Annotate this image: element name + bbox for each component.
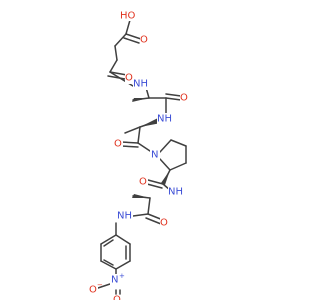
atom-hydroxyl: HO bbox=[120, 11, 136, 22]
bond-pro-ring-4 bbox=[169, 162, 187, 171]
bond-pro-ring-2 bbox=[170, 139, 187, 147]
bond-acid-c-oh bbox=[125, 19, 131, 35]
bond-nitro-o-minus bbox=[97, 283, 111, 289]
bond-ca2-methyl bbox=[124, 126, 141, 134]
bond-pro-ring-5 bbox=[159, 158, 171, 171]
bond-ring-6 bbox=[100, 234, 117, 245]
atom-labels: HO O O NH O NH O N O NH O NH N + O − O bbox=[89, 11, 188, 300]
atom-n-proline: N bbox=[151, 150, 158, 161]
atom-carbonyl-proline: O bbox=[139, 177, 147, 188]
atom-carbonyl-ala1: O bbox=[180, 93, 188, 104]
bond-c-o-ala1 bbox=[165, 97, 182, 101]
atom-n-nitro: N bbox=[111, 275, 118, 286]
wedge-ala1-methyl bbox=[132, 98, 149, 102]
atom-nh-3: NH bbox=[168, 187, 183, 198]
atom-carbonyl-ala3: O bbox=[160, 218, 168, 229]
bond-succinyl-amide-c-o-double bbox=[107, 75, 126, 80]
bond-ring-4-double bbox=[103, 259, 114, 266]
bond-succinyl-amide-c-o bbox=[109, 71, 128, 76]
bond-succinyl-1 bbox=[114, 33, 127, 47]
bond-acid-c-o-double bbox=[123, 37, 140, 44]
bond-c-nh-anilide bbox=[132, 213, 149, 217]
bond-c-o-ala2 bbox=[120, 141, 139, 144]
bond-acid-c-o bbox=[125, 33, 142, 40]
bond-succinyl-2 bbox=[114, 45, 118, 61]
molecule-structure: HO O O NH O NH O N O NH O NH N + O − O bbox=[89, 9, 189, 300]
label-backgrounds bbox=[89, 9, 189, 296]
stereo-bonds bbox=[132, 98, 170, 198]
bond-c-o-pro-double bbox=[146, 183, 163, 189]
bond-ring-6-double bbox=[103, 239, 114, 247]
wedge-ala2-nh bbox=[140, 117, 161, 127]
atom-o-nitro: O bbox=[113, 295, 121, 300]
bond-c-n-pro bbox=[137, 142, 151, 152]
bond-pro-ring-1 bbox=[159, 139, 172, 153]
bond-c-o-ala3-double bbox=[145, 217, 162, 225]
atom-nh-2: NH bbox=[157, 114, 172, 125]
bond-c-o-ala1-double bbox=[165, 93, 182, 97]
bond-ca3-c bbox=[147, 197, 151, 215]
atom-o-nitro-minus: O bbox=[89, 285, 97, 296]
charge-o-nitro-minus: − bbox=[97, 281, 103, 289]
wedge-ala3-methyl bbox=[132, 194, 150, 198]
bond-succinyl-3 bbox=[109, 59, 118, 73]
wedge-pro-carbonyl bbox=[161, 170, 170, 185]
bond-ring-4 bbox=[100, 260, 117, 270]
atom-carbonyl-ala2: O bbox=[114, 139, 122, 150]
atom-nh-anilide: NH bbox=[117, 211, 132, 222]
atom-carbonyl-acid: O bbox=[140, 35, 148, 46]
bond-skeleton bbox=[97, 19, 187, 295]
bond-ring-3 bbox=[115, 260, 131, 270]
atom-carbonyl-succinyl-amide: O bbox=[125, 73, 133, 84]
bond-c-o-ala2-double bbox=[120, 145, 139, 148]
bond-c-o-pro bbox=[147, 179, 164, 185]
charge-n-nitro: + bbox=[119, 272, 125, 280]
bond-ring-1 bbox=[115, 234, 131, 245]
bond-ca2-c bbox=[137, 126, 141, 144]
atom-nh-1: NH bbox=[133, 79, 148, 90]
